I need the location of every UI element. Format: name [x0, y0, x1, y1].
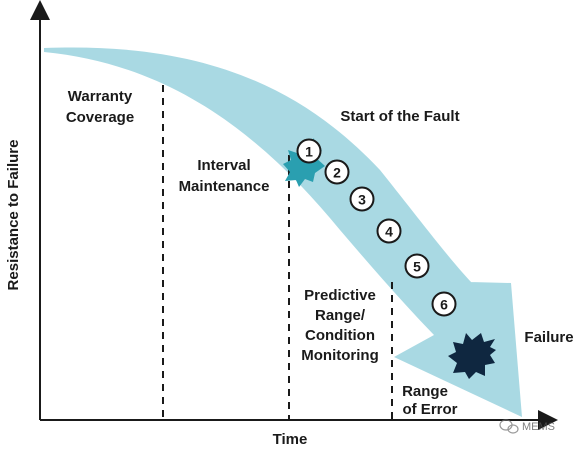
watermark-text: MEMS: [522, 421, 555, 433]
stage-number: 3: [358, 192, 366, 208]
stage-number: 5: [413, 259, 421, 275]
predictive-range-label: Predictive: [304, 287, 376, 304]
degradation-curve-arrow: [44, 47, 522, 418]
watermark: MEMS: [499, 419, 555, 434]
start-of-fault-label: Start of the Fault: [340, 108, 459, 125]
range-of-error-label: Range: [402, 383, 448, 400]
y-axis-label: Resistance to Failure: [5, 140, 22, 291]
interval-maintenance-label: Maintenance: [179, 178, 270, 195]
chat-bubble-icon: [499, 419, 519, 434]
stage-marker: 1: [296, 138, 322, 164]
predictive-range-label: Monitoring: [301, 347, 378, 364]
warranty-label: Warranty: [68, 88, 133, 105]
stage-number: 4: [385, 224, 393, 240]
stage-marker: 4: [376, 218, 402, 244]
range-of-error-label: of Error: [402, 401, 457, 418]
interval-maintenance-label: Interval: [197, 157, 250, 174]
predictive-range-label: Condition: [305, 327, 375, 344]
stage-marker: 3: [349, 186, 375, 212]
stage-marker: 2: [324, 159, 350, 185]
x-axis-label: Time: [273, 431, 308, 448]
stage-marker: 5: [404, 253, 430, 279]
predictive-range-label: Range/: [315, 307, 366, 324]
stage-marker: 6: [431, 291, 457, 317]
failure-label: Failure: [524, 329, 573, 346]
failure-burst: [448, 333, 496, 379]
warranty-label: Coverage: [66, 109, 134, 126]
stage-number: 1: [305, 144, 313, 160]
stage-number: 6: [440, 297, 448, 313]
stage-number: 2: [333, 165, 341, 181]
